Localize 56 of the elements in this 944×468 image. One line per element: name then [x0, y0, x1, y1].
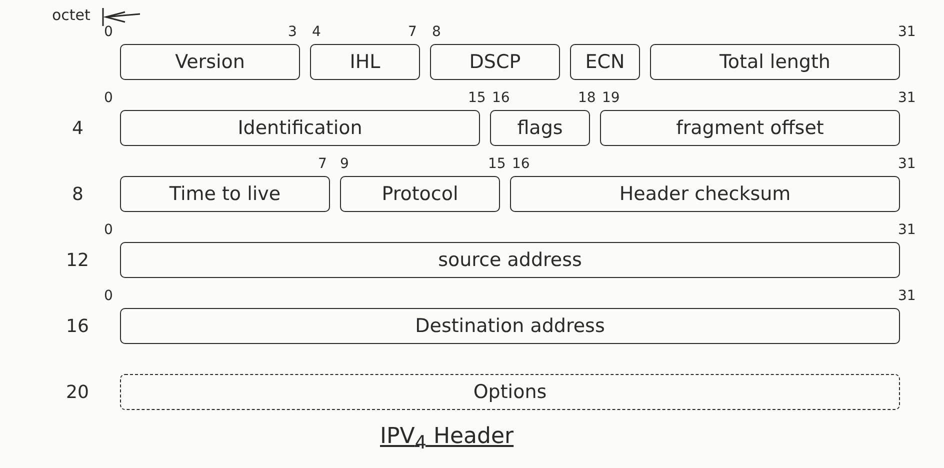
header-field-box: [490, 110, 590, 146]
header-field-box: [340, 176, 500, 212]
field-name: ECN: [585, 51, 625, 73]
bit-number: 15: [488, 156, 506, 172]
octet-offset: 16: [66, 316, 89, 337]
bit-number: 31: [898, 222, 916, 238]
field-name: Protocol: [382, 183, 458, 205]
field-name: Total length: [720, 51, 830, 73]
header-field-box: [600, 110, 900, 146]
header-field-box: [650, 44, 900, 80]
bit-number: 3: [288, 24, 297, 40]
field-name: Version: [175, 51, 245, 73]
bit-number: 18: [578, 90, 596, 106]
bit-number: 31: [898, 24, 916, 40]
header-field-box: [310, 44, 420, 80]
octet-offset: 20: [66, 382, 89, 403]
bit-number: 19: [602, 90, 620, 106]
octet-offset: 12: [66, 250, 89, 271]
bit-number: 31: [898, 90, 916, 106]
field-name: flags: [517, 117, 563, 139]
header-field-box: [430, 44, 560, 80]
field-name: Identification: [238, 117, 362, 139]
octet-offset: 4: [72, 118, 84, 139]
field-name: Destination address: [415, 315, 605, 337]
header-field-box: [120, 176, 330, 212]
field-name: Options: [473, 381, 547, 403]
header-field-box: [510, 176, 900, 212]
bit-number: 0: [104, 288, 113, 304]
bit-number: 8: [432, 24, 441, 40]
field-name: DSCP: [469, 51, 521, 73]
header-field-box: [120, 242, 900, 278]
bit-number: 0: [104, 222, 113, 238]
header-field-box: [570, 44, 640, 80]
bit-number: 15: [468, 90, 486, 106]
bit-number: 31: [898, 288, 916, 304]
field-name: Header checksum: [619, 183, 791, 205]
field-name: source address: [438, 249, 582, 271]
bit-number: 4: [312, 24, 321, 40]
bit-number: 0: [104, 24, 113, 40]
bit-number: 16: [512, 156, 530, 172]
bit-number: 7: [318, 156, 327, 172]
bit-number: 7: [408, 24, 417, 40]
options-field: [120, 374, 900, 410]
bit-number: 9: [340, 156, 349, 172]
offset-label: octet: [52, 6, 90, 24]
caption: IPV$_{4}$ Header: [380, 424, 514, 454]
bit-number: 31: [898, 156, 916, 172]
header-field-box: [120, 308, 900, 344]
field-name: IHL: [350, 51, 380, 73]
header-field-box: [120, 44, 300, 80]
header-field-box: [120, 110, 480, 146]
bit-number: 16: [492, 90, 510, 106]
bit-number: 0: [104, 90, 113, 106]
field-name: fragment offset: [676, 117, 824, 139]
field-name: Time to live: [169, 183, 281, 205]
octet-offset: 8: [72, 184, 84, 205]
